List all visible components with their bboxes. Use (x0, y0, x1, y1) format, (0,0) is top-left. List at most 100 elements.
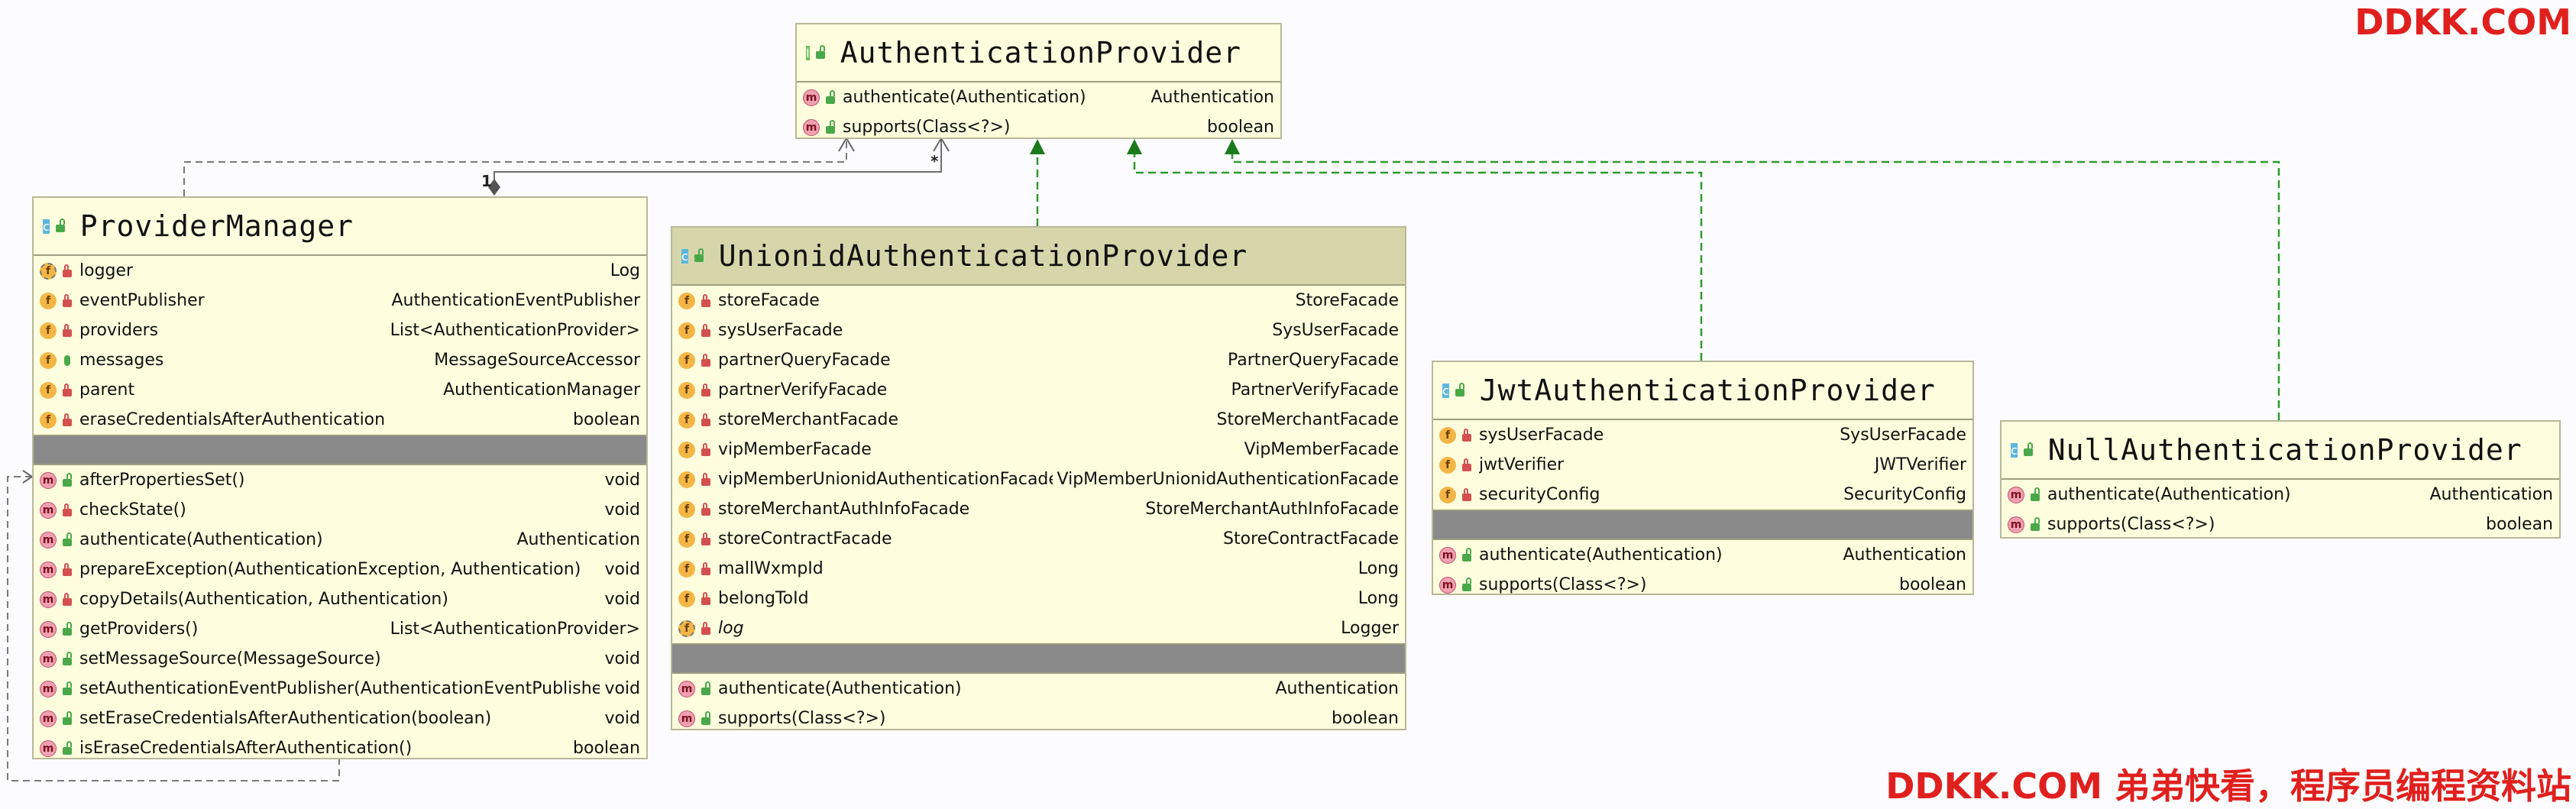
field-name: messages (79, 351, 164, 370)
null-implements-arrowhead (1225, 139, 1240, 154)
field-type: VipMemberUnionidAuthenticationFacade (1057, 470, 1399, 489)
public-unlock-icon (60, 532, 75, 546)
return-type: void (604, 590, 640, 609)
field-type: VipMemberFacade (1244, 440, 1399, 459)
method-icon: m (40, 620, 57, 638)
field-icon: f (40, 351, 57, 369)
return-type: List<AuthenticationProvider> (390, 620, 640, 639)
null-implements-line (1231, 150, 2280, 420)
private-lock-icon (60, 503, 75, 516)
class-icon: c (1442, 383, 1449, 398)
public-unlock-icon (2027, 516, 2043, 531)
multiplicity-many: * (930, 152, 939, 170)
return-type: Authentication (1275, 679, 1400, 698)
private-lock-icon (698, 293, 714, 307)
field-name: belongToId (718, 589, 809, 608)
field-icon: f (678, 411, 695, 429)
public-unlock-icon (823, 89, 838, 104)
public-unlock-icon (1452, 383, 1468, 396)
class-icon: c (2011, 442, 2018, 458)
method-icon: m (40, 591, 57, 608)
method-signature: authenticate(Authentication) (2047, 485, 2291, 504)
public-unlock-icon (60, 740, 75, 755)
field-row[interactable]: f vipMemberFacade VipMemberFacade (672, 435, 1405, 464)
field-icon: f (1439, 426, 1456, 444)
return-type: boolean (1899, 575, 1966, 594)
field-icon: f (40, 322, 57, 339)
class-icon: c (681, 248, 688, 264)
method-icon: m (40, 561, 57, 578)
private-lock-icon (1459, 428, 1474, 442)
private-lock-icon (698, 413, 714, 426)
static-field-icon: f (678, 620, 695, 637)
field-name: vipMemberFacade (718, 440, 872, 459)
field-icon: f (678, 471, 695, 488)
section-separator (34, 436, 646, 465)
field-icon: f (678, 530, 695, 548)
private-lock-icon (60, 264, 75, 277)
field-type: Log (610, 261, 640, 280)
field-type: Long (1358, 589, 1399, 608)
field-name: mallWxmpId (718, 559, 824, 578)
jwt-implements-line (1133, 150, 1703, 361)
private-lock-icon (1459, 487, 1474, 501)
protected-visibility-icon (60, 354, 75, 366)
private-lock-icon (60, 592, 75, 606)
field-icon: f (40, 381, 57, 399)
method-icon: m (40, 471, 57, 489)
method-icon: m (40, 531, 57, 549)
return-type: Authentication (1150, 88, 1275, 107)
field-icon: f (40, 411, 57, 429)
field-icon: f (678, 441, 695, 458)
private-lock-icon (60, 293, 75, 307)
public-unlock-icon (53, 218, 68, 232)
return-type: Authentication (1843, 545, 1967, 565)
